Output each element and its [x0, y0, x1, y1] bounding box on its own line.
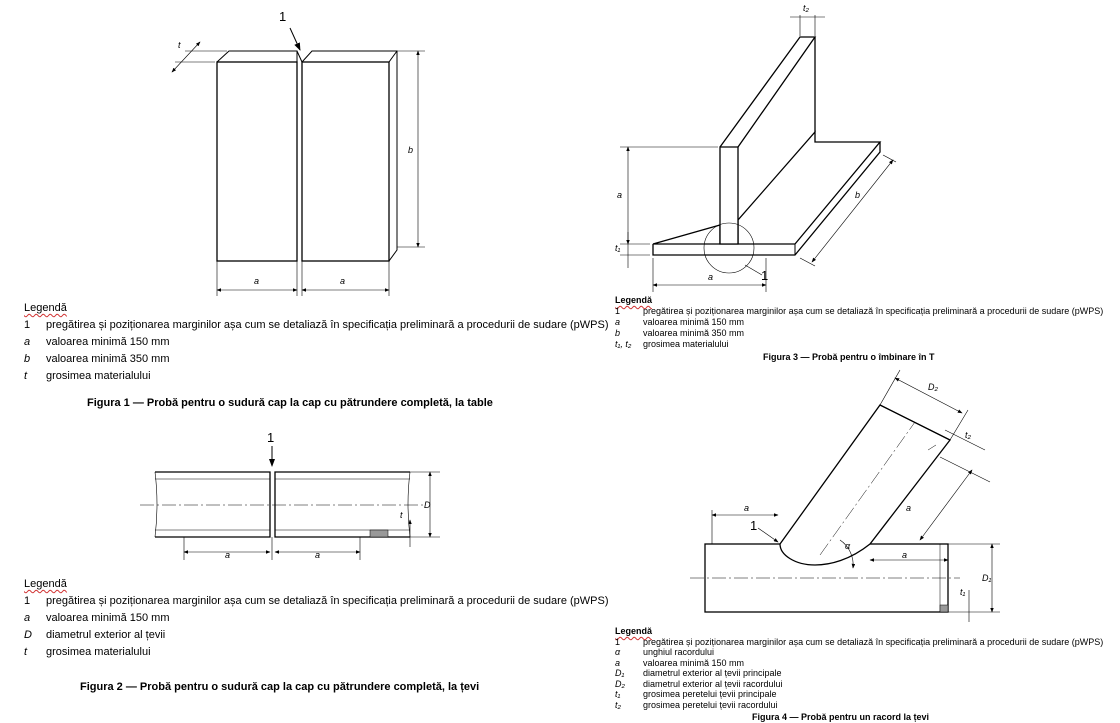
fig4-a-label: a [906, 503, 912, 513]
fig4-alpha-label: α [845, 541, 851, 551]
figure4-drawing [690, 369, 1000, 622]
fig2-a-label: a [225, 550, 231, 560]
figure3-drawing [620, 15, 897, 292]
fig3-a-label: a [708, 272, 714, 282]
figure3-caption: Figura 3 — Probă pentru o îmbinare în T [763, 352, 935, 362]
fig4-d2-label: D₂ [928, 382, 938, 392]
fig4-marker-label: 1 [750, 518, 758, 533]
fig3-marker-label: 1 [761, 268, 769, 283]
legend-title: Legendă [24, 302, 67, 314]
fig1-marker-label: 1 [279, 9, 287, 24]
fig4-d1-label: D₁ [982, 573, 992, 583]
fig2-t-label: t [400, 510, 403, 520]
fig2-a-label: a [315, 550, 321, 560]
fig1-b-label: b [408, 145, 414, 155]
fig4-a-label: a [744, 503, 750, 513]
fig1-a-label: a [340, 276, 346, 286]
fig3-a-label: a [617, 190, 623, 200]
fig1-a-label: a [254, 276, 260, 286]
legend-title: Legendă [24, 578, 67, 590]
fig4-t1-label: t₁ [960, 587, 966, 597]
fig4-a-label: a [902, 550, 908, 560]
fig2-marker-label: 1 [267, 430, 275, 445]
figure2-drawing [140, 446, 440, 560]
legend-title: Legendă [615, 626, 653, 636]
fig1-t-label: t [178, 40, 181, 50]
fig3-t2-label: t₂ [803, 3, 809, 13]
fig3-t1-label: t₁ [615, 243, 621, 253]
legend-title: Legendă [615, 295, 653, 305]
figure4-caption: Figura 4 — Probă pentru un racord la țev… [752, 712, 930, 722]
figure1-caption: Figura 1 — Probă pentru o sudură cap la … [87, 397, 493, 409]
fig4-t2-label: t₂ [965, 430, 971, 440]
fig3-b-label: b [855, 190, 861, 200]
figure1-drawing [171, 27, 425, 296]
fig2-d-label: D [424, 500, 431, 510]
figure2-caption: Figura 2 — Probă pentru o sudură cap la … [80, 681, 480, 693]
